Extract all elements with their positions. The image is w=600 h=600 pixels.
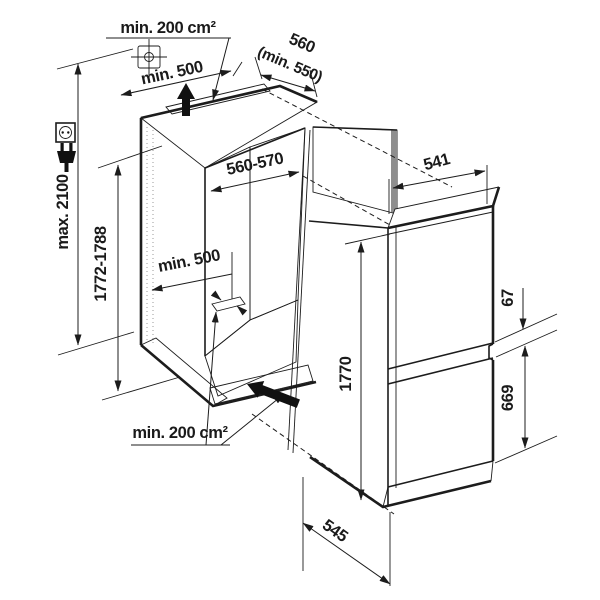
alignment-dashed-top [261, 88, 453, 188]
dim-wall-height: max. 2100 [54, 48, 135, 356]
dim-top-vent-area: min. 200 cm² [106, 19, 231, 101]
socket-outlet-icon [55, 122, 76, 143]
bottom-vent-label: min. 200 cm² [132, 424, 228, 442]
niche-height-label: 1772-1788 [92, 226, 110, 302]
appliance-door-top-line [388, 211, 494, 235]
wall-height-label: max. 2100 [54, 174, 72, 250]
appliance-base-left-edge [382, 486, 389, 508]
door-gap-label: 67 [499, 289, 517, 307]
plinth-vent-strip [209, 364, 314, 405]
icons [55, 39, 300, 408]
appliance-base-right-edge [490, 460, 494, 482]
dim-niche-height: 1772-1788 [92, 145, 181, 401]
floor-vent-slot [211, 296, 246, 312]
dim-appliance-height: 1770 [337, 233, 391, 501]
upper-door-bottom-edge [387, 342, 494, 370]
up-arrow-icon [177, 83, 195, 116]
freezer-door-top-edge [387, 357, 494, 385]
appliance-height-label: 1770 [337, 356, 355, 391]
appliance-top-face [388, 187, 499, 228]
plug-icon [57, 143, 76, 172]
appliance-top-left-depth-edge [308, 220, 389, 229]
diagonal-arrow-icon [247, 380, 300, 408]
dim-door-gap: 67 [494, 288, 558, 358]
appliance-front-face [388, 206, 493, 487]
appliance [308, 186, 501, 509]
dim-bottom-vent-area: min. 200 cm² [131, 311, 285, 446]
niche-opening-top-edge [204, 127, 306, 169]
top-vent-label: min. 200 cm² [120, 19, 216, 37]
decor-panel-edge [391, 130, 397, 214]
niche-bottom-outer-edge [140, 344, 317, 408]
freezer-door-height-label: 669 [499, 385, 517, 412]
dim-freezer-door-height: 669 [494, 345, 558, 464]
appliance-top-back-edges [387, 186, 500, 229]
crosshair-square-icon [131, 39, 167, 75]
freezer-door-bottom-edge [387, 460, 494, 488]
decor-panel-top-edge [312, 126, 398, 131]
niche-interior-floor [204, 299, 299, 397]
